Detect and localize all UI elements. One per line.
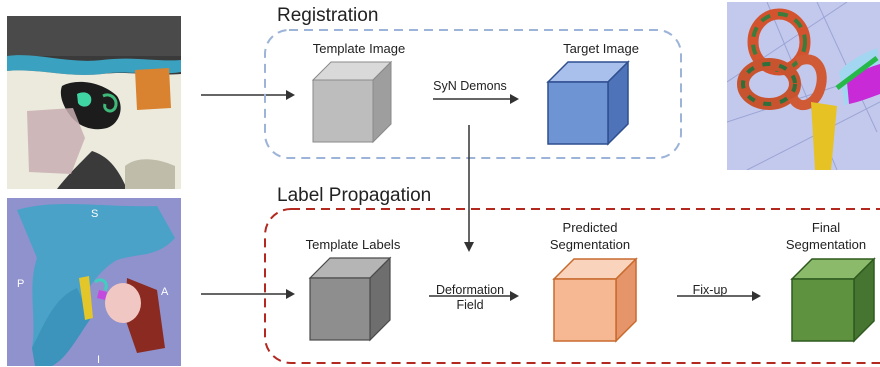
predicted-segmentation-cube xyxy=(552,257,638,343)
final-segmentation-cube xyxy=(790,257,876,343)
orientation-anterior: A xyxy=(161,286,169,298)
render-3d-image: S P A I xyxy=(7,198,181,366)
label-propagation-frame xyxy=(264,208,880,364)
predicted-segmentation-label-line1: Predicted xyxy=(562,220,618,235)
inner-ear-render-image xyxy=(727,2,880,170)
ct-slice-image xyxy=(7,16,181,189)
final-segmentation-label-line1: Final xyxy=(811,220,841,235)
registration-frame xyxy=(264,29,682,159)
input-arrow-top xyxy=(201,90,295,100)
registration-title: Registration xyxy=(277,5,379,26)
deformation-field-label-line1: Deformation xyxy=(435,283,505,297)
template-image-label: Template Image xyxy=(312,41,406,56)
target-image-label: Target Image xyxy=(563,41,639,56)
deformation-field-label-line2: Field xyxy=(456,298,484,312)
final-segmentation-label-line2: Segmentation xyxy=(785,237,867,252)
orientation-inferior: I xyxy=(97,354,101,366)
syn-demons-arrow xyxy=(433,94,519,104)
orientation-posterior: P xyxy=(17,278,25,290)
target-image-cube xyxy=(546,60,630,146)
template-image-cube xyxy=(311,60,393,144)
deformation-field-arrow xyxy=(429,291,519,301)
deformation-down-arrow xyxy=(464,125,474,252)
syn-demons-label: SyN Demons xyxy=(433,79,507,93)
input-arrow-bottom xyxy=(201,289,295,299)
template-labels-label: Template Labels xyxy=(305,237,401,252)
label-propagation-title: Label Propagation xyxy=(277,185,432,206)
orientation-superior: S xyxy=(91,208,99,220)
predicted-segmentation-label-line2: Segmentation xyxy=(549,237,631,252)
fix-up-arrow xyxy=(677,291,761,301)
template-labels-cube xyxy=(308,256,392,342)
fix-up-label: Fix-up xyxy=(692,283,728,297)
